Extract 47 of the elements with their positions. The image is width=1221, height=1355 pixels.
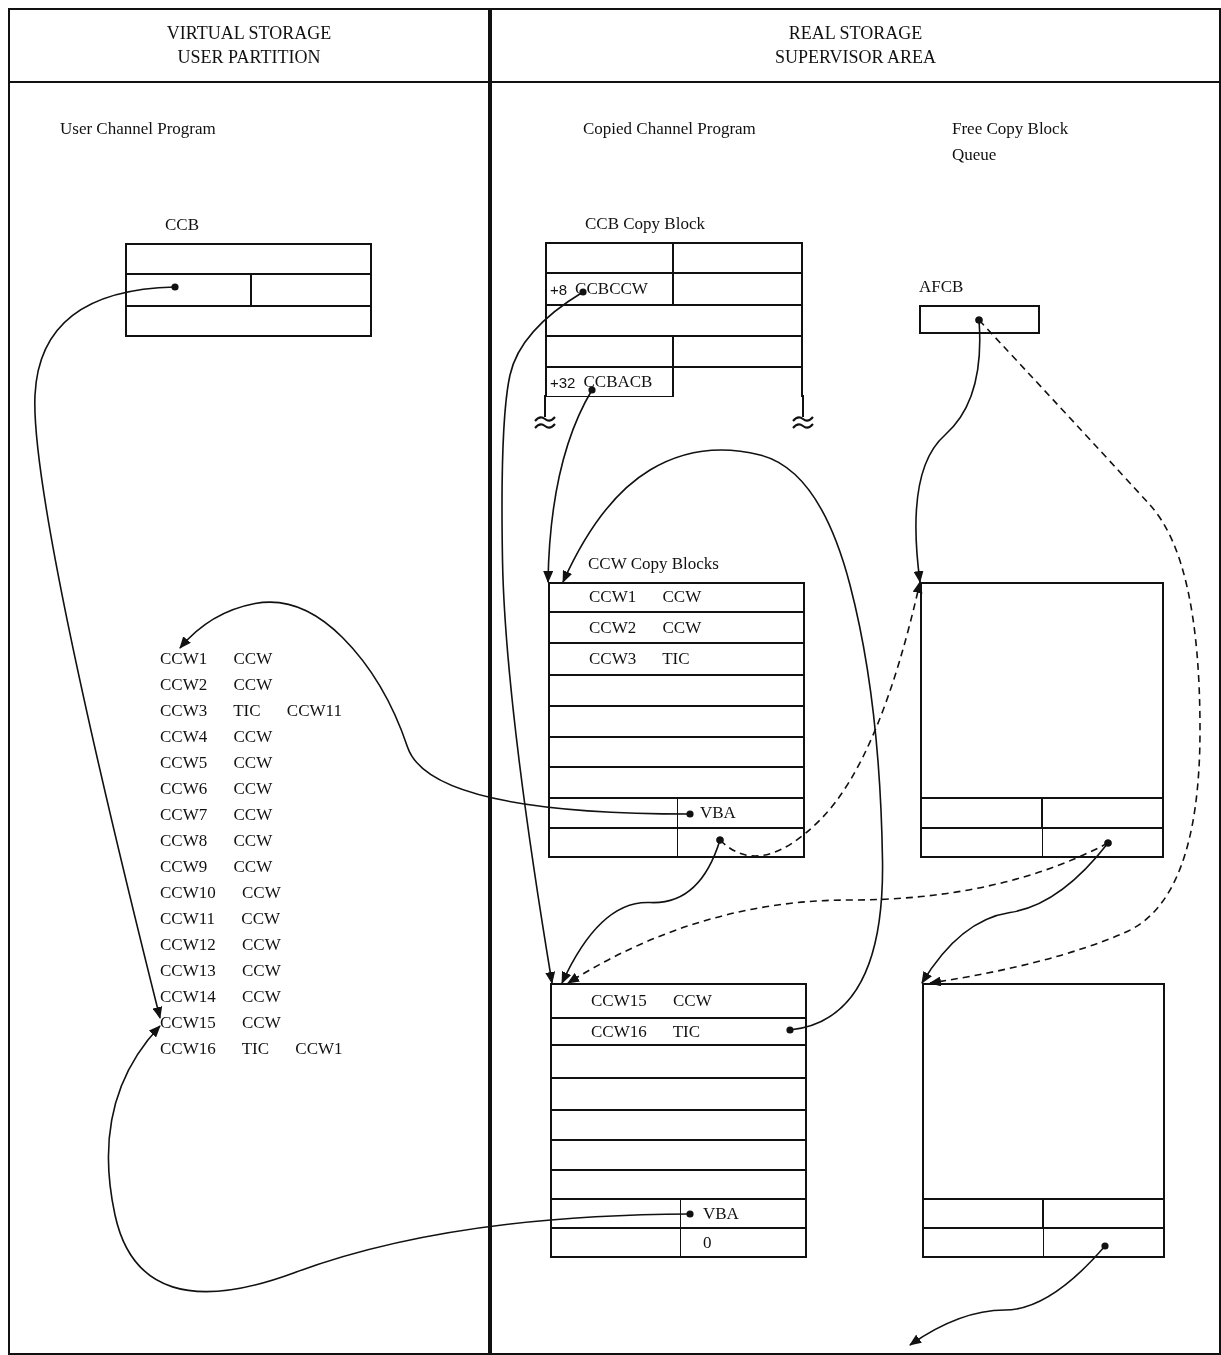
arrow [562,449,884,1034]
ccw-entry: CCW6 CCW [160,778,370,800]
arrow [34,283,179,1019]
ccw-entry: CCW8 CCW [160,830,370,852]
field-value: 0 [703,1233,712,1253]
ccw-entry: CCW10 CCW [160,882,370,904]
ccw-entry: CCW14 CCW [160,986,370,1008]
section-label: User Channel Program [60,118,217,140]
ccw-entry: CCW1 CCW [589,587,702,607]
ccw-entry: CCW9 CCW [160,856,370,878]
arrow [909,1242,1109,1346]
section-label: Free Copy Block Queue [952,118,1070,166]
block-heading: CCB Copy Block [585,214,705,234]
ccw-entry: CCW15 CCW [160,1012,370,1034]
dashed-arrow [929,316,1201,987]
ccw-entry: CCW16 TIC [591,1021,701,1042]
arrow [501,288,587,984]
section-label: Copied Channel Program [583,118,757,140]
field-value: VBA [703,1203,739,1224]
offset-label: +8 [550,280,568,298]
ccw-entry: CCW16 TIC CCW1 [160,1038,370,1060]
ccw-entry: CCW1 CCW [160,648,370,670]
block-heading: CCW Copy Blocks [588,554,719,574]
ccw-entry: CCW3 TIC [589,649,690,669]
ccw-entry: CCW3 TIC CCW11 [160,700,370,722]
arrow [543,386,596,583]
ccw-entry: CCW11 CCW [160,908,370,930]
arrow [107,1025,694,1293]
ccw-entry: CCW2 CCW [160,674,370,696]
block-heading: AFCB [919,277,964,297]
column-heading: VIRTUAL STORAGE USER PARTITION [165,21,333,69]
arrow [921,839,1112,984]
ccw-entry: CCW15 CCW [591,990,712,1011]
column-heading: REAL STORAGE SUPERVISOR AREA [773,21,938,69]
field-name: CCBACB [583,372,653,392]
ccw-entry: CCW7 CCW [160,804,370,826]
arrow [179,601,694,818]
dashed-arrow [716,581,923,857]
ccw-entry: CCW12 CCW [160,934,370,956]
ccw-entry: CCW4 CCW [160,726,370,748]
field-value: VBA [700,803,736,823]
block-heading: CCB [165,215,200,235]
ccw-entry: CCW13 CCW [160,960,370,982]
offset-label: +32 [550,373,576,391]
ccw-entry: CCW5 CCW [160,752,370,774]
field-name: CCBCCW [575,279,648,299]
ccw-entry: CCW2 CCW [589,617,702,638]
